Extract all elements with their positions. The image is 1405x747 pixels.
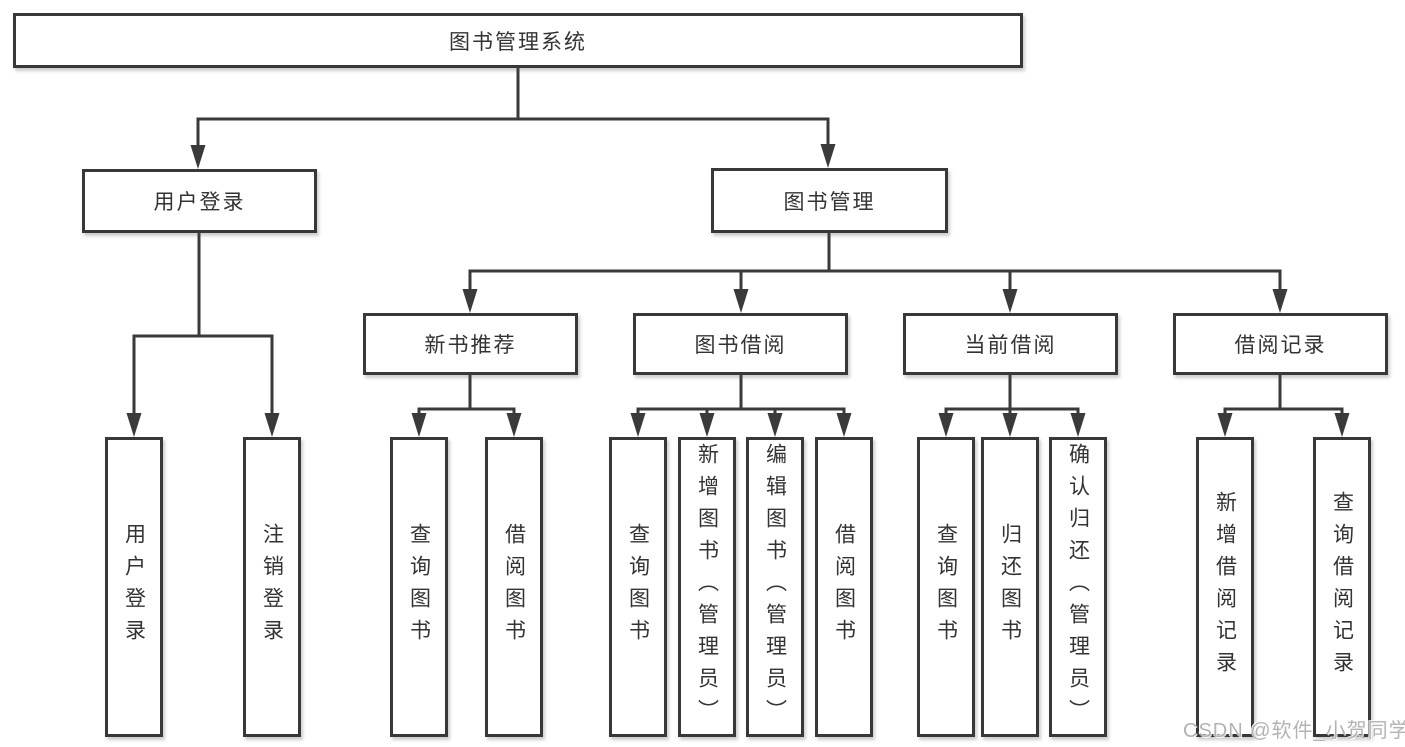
node-label: 归还图书 (998, 523, 1022, 651)
arrowhead (733, 289, 749, 313)
node-label: 当前借阅 (964, 334, 1057, 357)
arrowhead (506, 413, 522, 437)
node-label: 新增图书（管理员） (695, 443, 719, 731)
node-label: 新增借阅记录 (1213, 491, 1237, 683)
node-new-book-recommendation: 新书推荐 (363, 313, 578, 375)
node-book-borrowing: 图书借阅 (633, 313, 848, 375)
leaf-query-borrow-record: 查询借阅记录 (1313, 437, 1371, 737)
arrowhead (767, 413, 783, 437)
arrowhead (836, 413, 852, 437)
arrowhead (462, 289, 478, 313)
node-label: 用户登录 (122, 523, 146, 651)
node-current-borrowing: 当前借阅 (903, 313, 1118, 375)
arrowhead (264, 413, 280, 437)
node-label: 图书管理系统 (449, 30, 587, 54)
leaf-borrow-books-recommend: 借阅图书 (485, 437, 543, 737)
node-label: 新书推荐 (424, 334, 517, 357)
arrowhead (820, 144, 836, 168)
leaf-user-login: 用户登录 (105, 437, 163, 737)
node-label: 编辑图书（管理员） (763, 443, 787, 731)
arrowhead (1070, 413, 1086, 437)
arrowhead (1002, 289, 1018, 313)
node-label: 用户登录 (153, 191, 246, 214)
leaf-edit-books-admin: 编辑图书（管理员） (746, 437, 804, 737)
leaf-return-books: 归还图书 (981, 437, 1039, 737)
node-label: 借阅记录 (1234, 334, 1327, 357)
arrowhead (190, 145, 206, 169)
leaf-borrow-books: 借阅图书 (815, 437, 873, 737)
arrowhead (1002, 413, 1018, 437)
arrowhead (1334, 413, 1350, 437)
node-label: 借阅图书 (502, 523, 526, 651)
arrowhead (126, 413, 142, 437)
arrowhead (1272, 289, 1288, 313)
arrowhead (630, 413, 646, 437)
node-library-system: 图书管理系统 (13, 13, 1023, 68)
node-label: 查询图书 (626, 523, 650, 651)
node-label: 注销登录 (260, 523, 284, 651)
node-label: 查询图书 (934, 523, 958, 651)
arrowhead (699, 413, 715, 437)
leaf-query-books-borrow: 查询图书 (609, 437, 667, 737)
arrowhead (411, 413, 427, 437)
node-label: 查询图书 (407, 523, 431, 651)
node-user-login: 用户登录 (82, 169, 317, 233)
leaf-add-books-admin: 新增图书（管理员） (678, 437, 736, 737)
leaf-confirm-return-admin: 确认归还（管理员） (1049, 437, 1107, 737)
node-book-management: 图书管理 (711, 168, 948, 233)
leaf-query-books-recommend: 查询图书 (390, 437, 448, 737)
leaf-add-borrow-record: 新增借阅记录 (1196, 437, 1254, 737)
arrowhead (1217, 413, 1233, 437)
node-label: 图书借阅 (694, 334, 787, 357)
arrowhead (938, 413, 954, 437)
node-borrowing-records: 借阅记录 (1173, 313, 1388, 375)
csdn-watermark: CSDN @软件_小贺同学 (1183, 720, 1405, 742)
node-label: 图书管理 (783, 190, 876, 214)
leaf-query-books-current: 查询图书 (917, 437, 975, 737)
node-label: 借阅图书 (832, 523, 856, 651)
node-label: 确认归还（管理员） (1066, 443, 1090, 731)
leaf-logout: 注销登录 (243, 437, 301, 737)
node-label: 查询借阅记录 (1330, 491, 1354, 683)
